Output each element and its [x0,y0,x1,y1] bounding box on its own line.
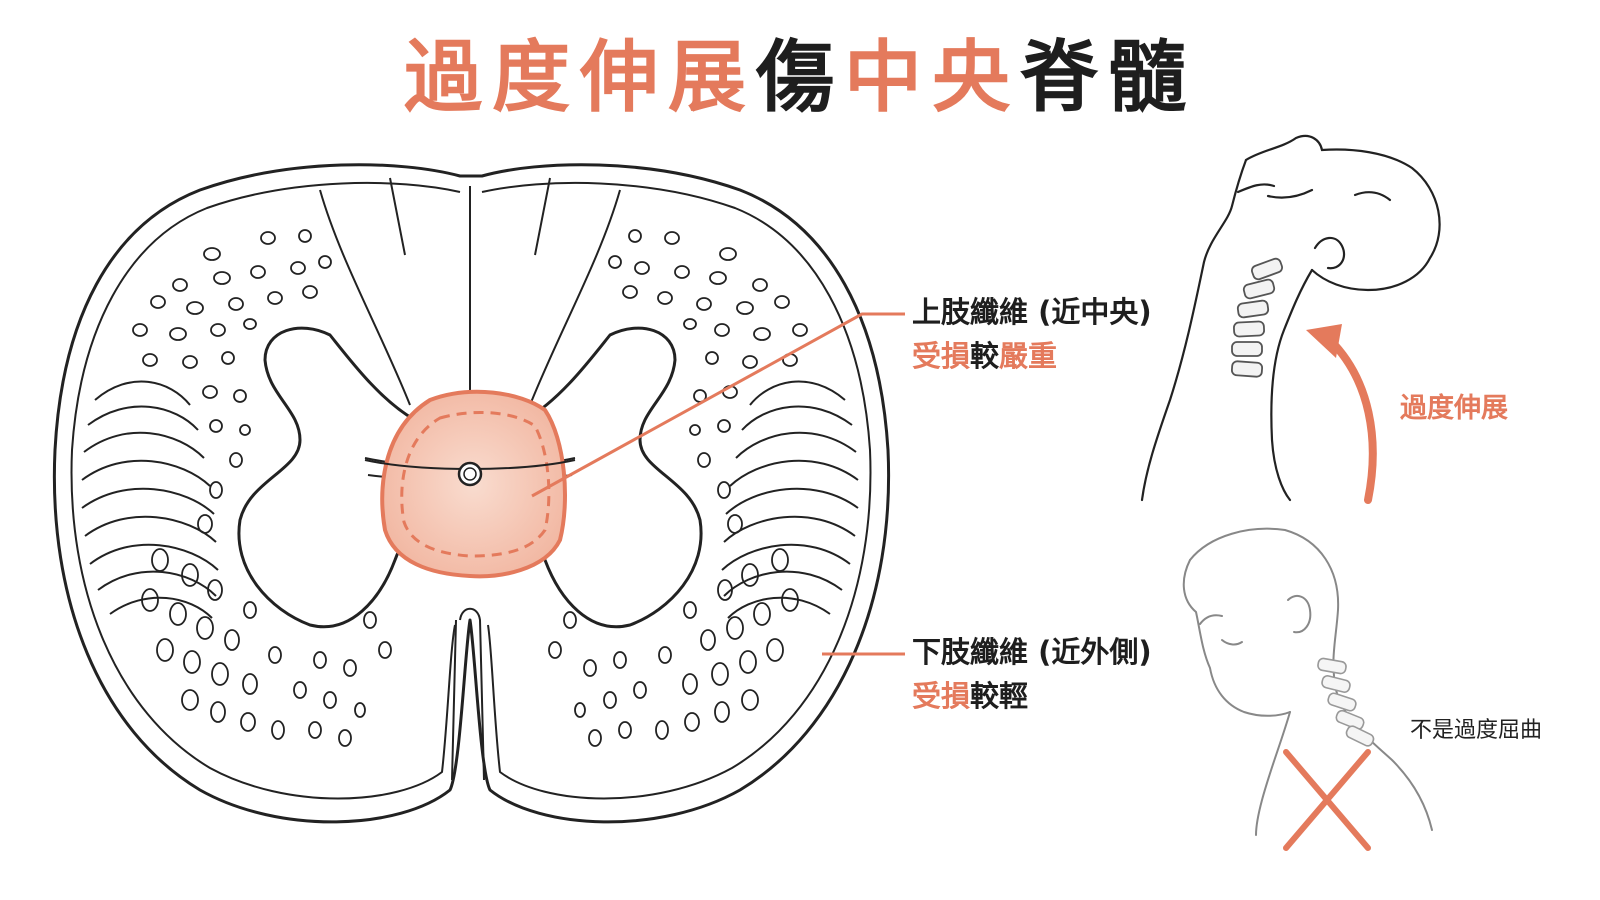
central-damage-zone [364,389,576,579]
leader-lines [531,312,905,656]
upper-severity-word: 嚴重 [999,339,1058,373]
lower-damage-word: 受損 [912,679,971,713]
extended-neck-figure [1140,134,1441,502]
lower-fiber-label: 下肢纖維 (近外側) 受損較輕 [912,630,1152,718]
title-part-3: 中央 [844,33,1021,123]
lower-severity-word: 較輕 [970,679,1029,713]
upper-fiber-label: 上肢纖維 (近中央) 受損較嚴重 [912,290,1152,378]
left-axon-circles [132,229,392,747]
not-flexion-label: 不是過度屈曲 [1410,718,1543,743]
extended-spine [1230,257,1283,378]
curved-arrow-icon [1306,324,1377,504]
upper-fiber-line1: 上肢纖維 (近中央) [912,295,1152,329]
upper-leader-line [531,312,905,498]
right-tract-lines [721,380,859,619]
flexed-spine [1317,657,1375,747]
title-part-4: 脊髓 [1020,33,1197,123]
lower-fiber-line1: 下肢纖維 (近外側) [912,635,1152,669]
right-axon-circles [548,229,808,747]
left-tract-lines [81,380,219,619]
extension-label: 過度伸展 [1400,393,1508,424]
upper-fiber-line2: 受損較嚴重 [912,334,1152,378]
upper-compare-word: 較 [970,339,1000,373]
title-part-2: 傷 [755,33,844,123]
lower-fiber-line2: 受損較輕 [912,674,1152,718]
cross-mark-icon [1283,749,1371,851]
flexed-neck-figure [1182,527,1433,836]
title-part-1: 過度伸展 [403,33,756,123]
page-title: 過度伸展傷中央脊髓 [0,28,1600,128]
upper-damage-word: 受損 [912,339,971,373]
